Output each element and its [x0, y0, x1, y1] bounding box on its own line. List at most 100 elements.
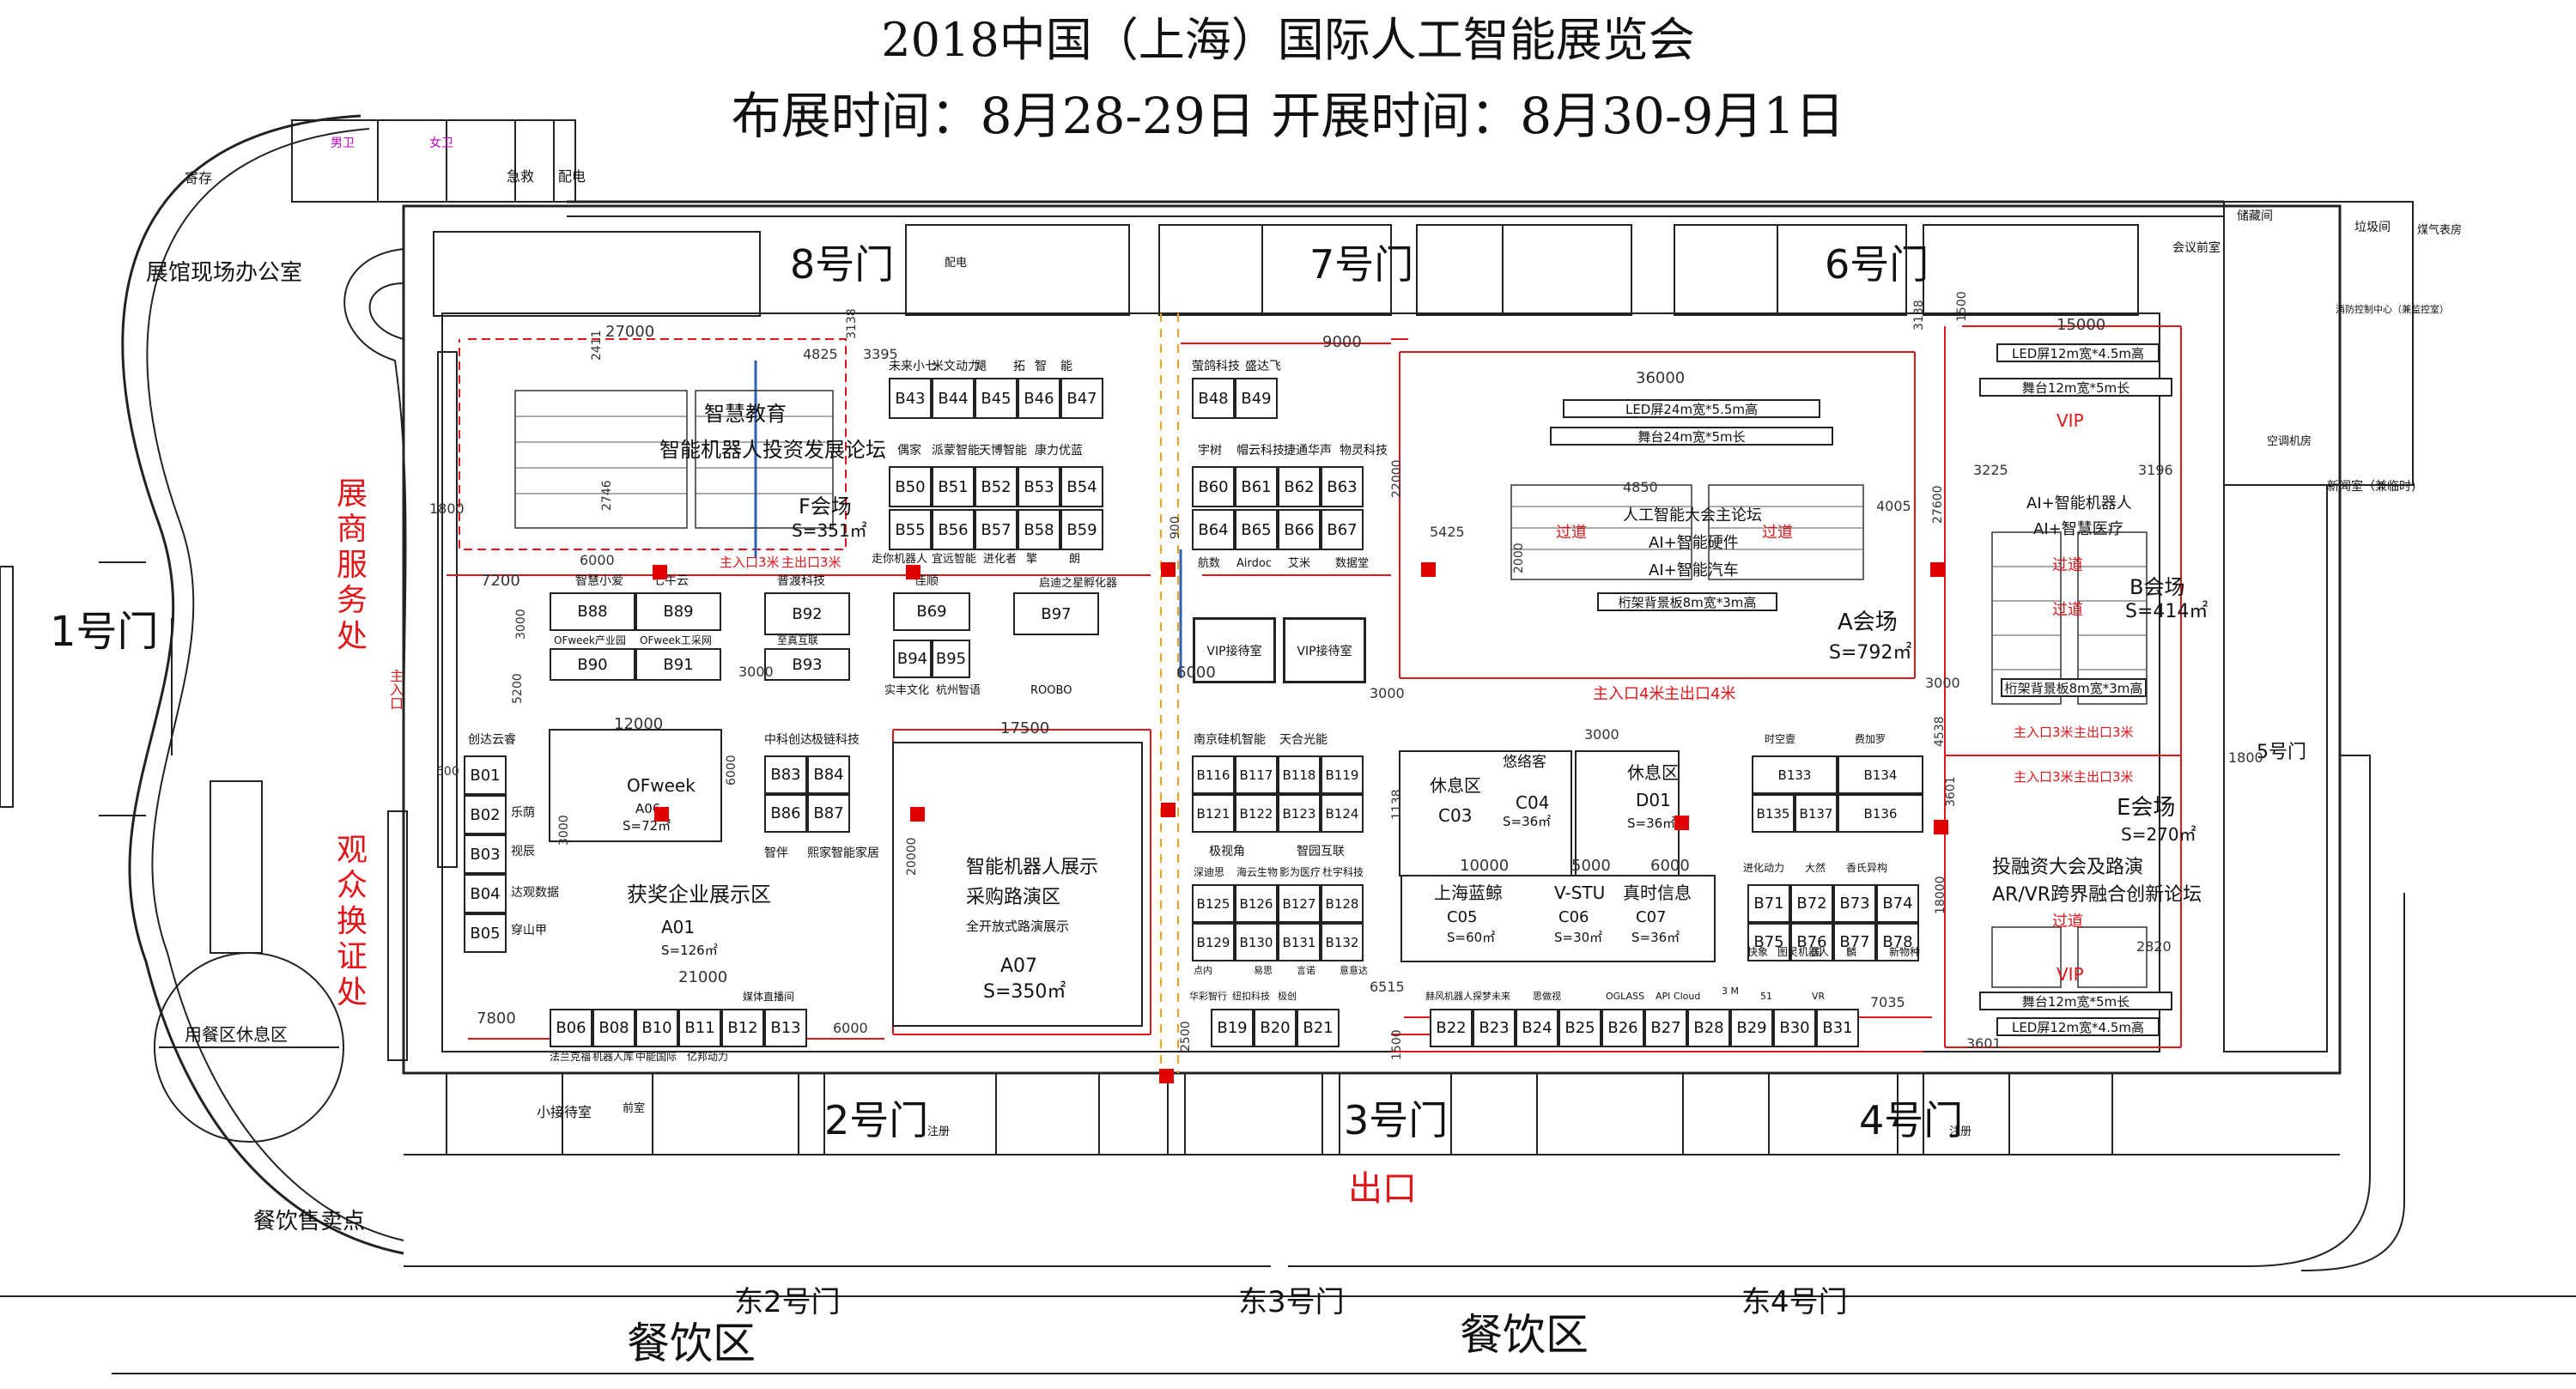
c06-code: C06 [1558, 908, 1589, 926]
booth-b119: B119 [1321, 755, 1364, 794]
booth-b64: B64 [1192, 509, 1235, 550]
company-label: 中能国际 [635, 1051, 677, 1063]
a06-size: S=72㎡ [623, 818, 671, 834]
hall-a-entry: 主入口4米 [1593, 685, 1665, 703]
gate-4-label: 4号门 [1859, 1097, 1964, 1143]
gate-7-label: 7号门 [1309, 241, 1414, 288]
company-label: 宜远智能 [932, 553, 977, 566]
hall-e-line2: AR/VR跨界融合创新论坛 [1992, 884, 2202, 906]
east-gate-4: 东4号门 [1741, 1285, 1848, 1319]
booth-b54: B54 [1060, 466, 1103, 507]
booth-b116: B116 [1192, 755, 1235, 794]
dimension-label: 3000 [738, 664, 774, 680]
company-label: 飓 [975, 360, 987, 373]
booth-b59: B59 [1060, 509, 1103, 550]
dimension-label: 4825 [803, 346, 838, 362]
food-area-2: 餐饮区 [1460, 1310, 1589, 1360]
booth-b21: B21 [1297, 1009, 1340, 1047]
company-label: 机器人库 [592, 1051, 635, 1063]
dimension-label: 27000 [605, 323, 655, 341]
vip-room-2: VIP接待室 [1284, 618, 1365, 682]
hall-a-aisle-left: 过道 [1556, 524, 1587, 542]
booth-b71: B71 [1747, 884, 1790, 923]
booth-b75: B75 [1747, 923, 1790, 961]
booth-b47: B47 [1060, 378, 1103, 419]
hall-e-vip: VIP [2057, 964, 2084, 985]
d01-rest: 休息区 [1627, 762, 1679, 783]
company-label: 媒体直播间 [743, 991, 795, 1003]
hall-b-line1: AI+智能机器人 [2026, 494, 2132, 513]
booth-b69: B69 [893, 592, 970, 631]
a01-size: S=126㎡ [661, 943, 718, 958]
company-label: ROOBO [1030, 684, 1072, 697]
dimension-label: 1138 [1390, 789, 1404, 820]
company-label: OFweek产业园 [554, 634, 626, 646]
company-label: 航数 [1198, 557, 1221, 570]
company-label: 华彩智行 [1189, 991, 1227, 1002]
company-label: 新物种 [1889, 946, 1921, 958]
booth-b27: B27 [1644, 1009, 1687, 1047]
booth-b11: B11 [678, 1009, 721, 1047]
booth-b08: B08 [592, 1009, 635, 1047]
hall-e-exit: 主出口3米 [2074, 769, 2134, 785]
booth-b135: B135 [1752, 794, 1795, 833]
company-label: 易思 [1254, 965, 1273, 976]
ent-2: 前室 [623, 1102, 646, 1115]
dimension-label: 18000 [1934, 876, 1947, 914]
vip-room-1: VIP接待室 [1194, 618, 1275, 682]
dimension-label: 2746 [600, 480, 614, 511]
page-subtitle: 布展时间：8月28-29日 开展时间：8月30-9月1日 [731, 87, 1845, 145]
hall-a-aisle-right: 过道 [1762, 524, 1793, 542]
booth-b20: B20 [1254, 1009, 1297, 1047]
hall-a-line2: AI+智能硬件 [1649, 534, 1739, 552]
dimension-label: 6000 [580, 552, 615, 568]
dimension-label: 4850 [1623, 479, 1658, 495]
page-title: 2018中国（上海）国际人工智能展览会 [881, 13, 1695, 67]
hall-b-entry: 主入口3米 [2014, 725, 2074, 740]
hall-b-size: S=414㎡ [2125, 601, 2208, 622]
booth-b136: B136 [1838, 794, 1923, 833]
reg-2: 注册 [927, 1125, 951, 1138]
booth-b24: B24 [1516, 1009, 1558, 1047]
c05-name: 上海蓝鲸 [1434, 883, 1503, 903]
booth-b10: B10 [635, 1009, 678, 1047]
company-label: 影为医疗 [1279, 866, 1321, 878]
company-label: 海云生物 [1236, 866, 1279, 878]
dimension-label: 3601 [1966, 1035, 2002, 1052]
booth-b01: B01 [464, 755, 507, 795]
booth-b67: B67 [1321, 509, 1364, 550]
marker-square [1161, 803, 1176, 817]
gate-8-label: 8号门 [790, 241, 895, 288]
company-label: 极链科技 [811, 733, 860, 747]
booth-b87: B87 [807, 794, 850, 833]
hall-a-name: A会场 [1838, 610, 1898, 635]
hall-e-aisle: 过道 [2052, 913, 2083, 931]
dimension-label: 2411 [590, 330, 604, 361]
company-label: 法兰克福 [550, 1051, 592, 1063]
booth-b95: B95 [932, 640, 970, 678]
hall-b-stage: 舞台12m宽*5m长 [1979, 378, 2172, 397]
company-label: 纽扣科技 [1232, 991, 1270, 1002]
a07-line2: 采购路演区 [966, 887, 1061, 908]
company-label: 至真互联 [777, 634, 819, 646]
company-label: 深迪思 [1194, 866, 1225, 878]
a07-code: A07 [1000, 955, 1038, 977]
toilet-male-w: 男卫 [331, 136, 355, 150]
c06-size: S=30㎡ [1554, 930, 1603, 945]
a01-line1: 获奖企业展示区 [627, 883, 771, 907]
booth-b23: B23 [1473, 1009, 1516, 1047]
reception-room: 小接待室 [537, 1104, 592, 1120]
hall-b-backdrop: 桁架背景板8m宽*3m高 [2001, 678, 2147, 697]
dimension-label: 3225 [1973, 462, 2008, 478]
hall-f-exit: 主出口3米 [781, 555, 841, 570]
dimension-label: 4538 [1933, 716, 1947, 747]
company-label: 康力优蓝 [1035, 444, 1083, 458]
dimension-label: 2000 [1512, 543, 1526, 573]
hall-a-line3: AI+智能汽车 [1649, 561, 1739, 579]
marker-square [654, 807, 669, 822]
company-label: 盛达飞 [1245, 360, 1281, 373]
company-label: 拓 [1013, 360, 1025, 373]
company-label: 达观数据 [511, 886, 559, 900]
fire-control: 消防控制中心（兼监控室） [2336, 304, 2449, 315]
c05-code: C05 [1447, 908, 1478, 926]
